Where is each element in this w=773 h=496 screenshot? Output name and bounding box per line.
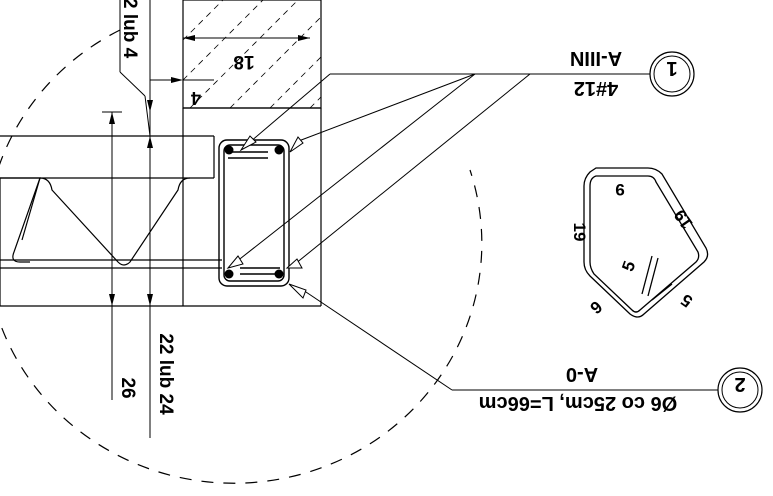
dim-text-18: 18 xyxy=(233,51,254,72)
callout-2: 2 A-0 Ø6 co 25cm, L=66cm xyxy=(479,363,763,414)
stirrup-dim-5-inner: 5 xyxy=(618,258,639,273)
stirrup-dim-9-top: 9 xyxy=(615,180,624,199)
dimension-lines xyxy=(102,0,310,438)
callout-2-steel: A-0 xyxy=(566,363,598,385)
stirrup-dim-5-hook: 5 xyxy=(678,290,697,311)
stirrup-shape xyxy=(583,167,709,318)
callout-1-number: 1 xyxy=(666,57,677,79)
leader-lines xyxy=(235,73,720,391)
lattice-girder xyxy=(0,177,222,306)
stirrup-dim-19-right: 19 xyxy=(670,206,696,232)
detail-circle xyxy=(0,29,483,484)
callout-1: 1 A-IIIN 4#12 xyxy=(570,47,695,99)
rebar-dots xyxy=(224,145,284,279)
beam-outline xyxy=(0,107,322,307)
callout-2-stirrup: Ø6 co 25cm, L=66cm xyxy=(479,392,677,414)
callout-1-bars: 4#12 xyxy=(574,77,619,99)
dim-text-26: 26 xyxy=(117,377,138,398)
dim-text-22lub24: 22 lub 24 xyxy=(155,333,176,415)
dim-text-2lub4: 2 lub 4 xyxy=(119,0,140,59)
stirrup-dim-19-left: 19 xyxy=(570,223,589,242)
dimension-arrowheads xyxy=(109,35,310,306)
dim-text-4-top: 4 xyxy=(191,88,201,108)
leader-arrowheads xyxy=(226,135,307,299)
callout-1-steel: A-IIIN xyxy=(570,47,622,69)
stirrup-dim-9-bottom: 9 xyxy=(587,297,606,318)
callout-2-number: 2 xyxy=(734,373,745,395)
beam-stirrup xyxy=(218,139,290,287)
